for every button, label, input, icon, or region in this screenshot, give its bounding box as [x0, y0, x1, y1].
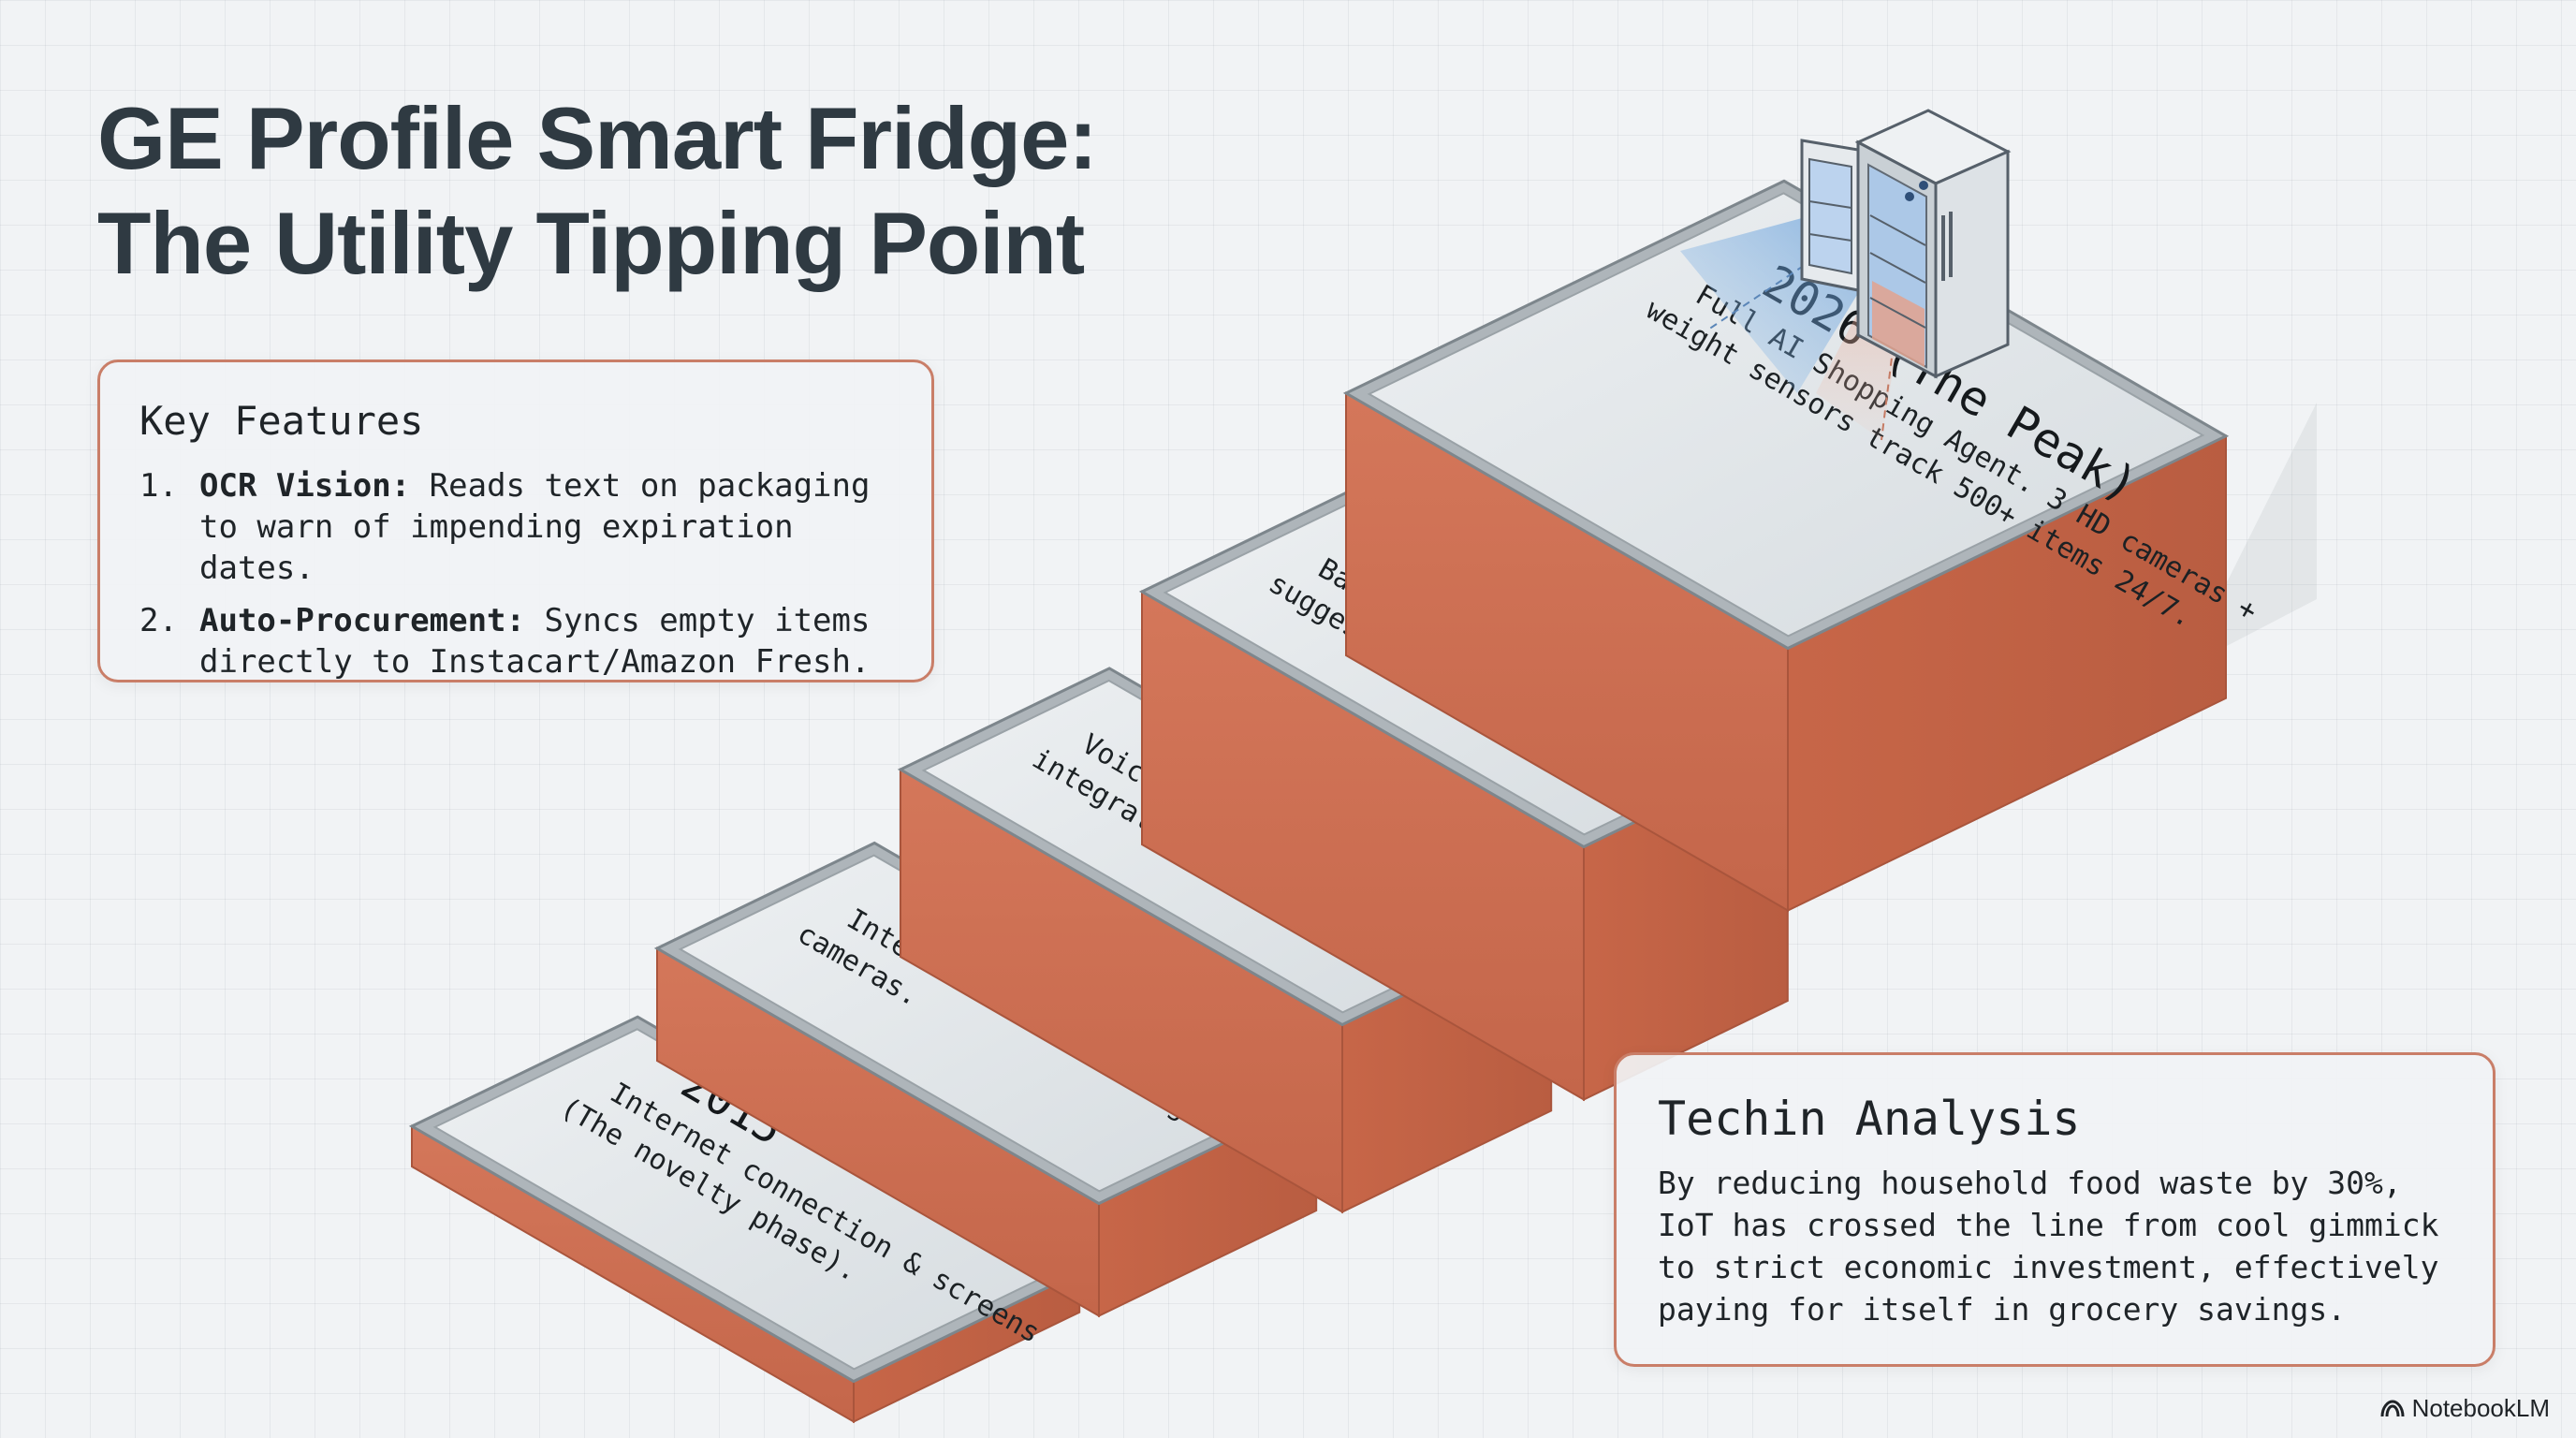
key-features-card: Key Features 1. OCR Vision: Reads text o…: [97, 360, 934, 682]
brand-watermark: NotebookLM: [2380, 1394, 2550, 1423]
feature-label: Auto-Procurement:: [199, 602, 525, 639]
feature-body: OCR Vision: Reads text on packaging to w…: [199, 465, 894, 589]
title-line-2: The Utility Tipping Point: [97, 194, 1085, 292]
list-item: 2. Auto-Procurement: Syncs empty items d…: [139, 600, 894, 682]
feature-body: Auto-Procurement: Syncs empty items dire…: [199, 600, 894, 682]
title-line-1: GE Profile Smart Fridge:: [97, 89, 1098, 187]
analysis-heading: Techin Analysis: [1658, 1092, 2081, 1146]
feature-number: 1.: [139, 467, 178, 505]
list-item: 1. OCR Vision: Reads text on packaging t…: [139, 465, 894, 589]
timeline-step-2: 2018Internal remote-viewingcameras.: [653, 841, 1320, 1318]
smart-fridge-icon: [1680, 109, 2012, 441]
brand-name: NotebookLM: [2411, 1394, 2550, 1422]
page-title: GE Profile Smart Fridge: The Utility Tip…: [97, 86, 1098, 296]
feature-text: Syncs empty items directly to Instacart/…: [199, 602, 871, 681]
key-features-list: 1. OCR Vision: Reads text on packaging t…: [139, 465, 894, 682]
feature-number: 2.: [139, 602, 178, 639]
analysis-text: By reducing household food waste by 30%,…: [1658, 1165, 2439, 1328]
notebooklm-logo-icon: [2380, 1399, 2405, 1416]
key-features-heading: Key Features: [139, 398, 424, 444]
step-glass-top: [1367, 192, 2205, 638]
feature-text: Reads text on packaging to warn of impen…: [199, 467, 871, 587]
feature-label: OCR Vision:: [199, 467, 411, 505]
techin-analysis-card: Techin Analysis By reducing household fo…: [1614, 1052, 2496, 1367]
